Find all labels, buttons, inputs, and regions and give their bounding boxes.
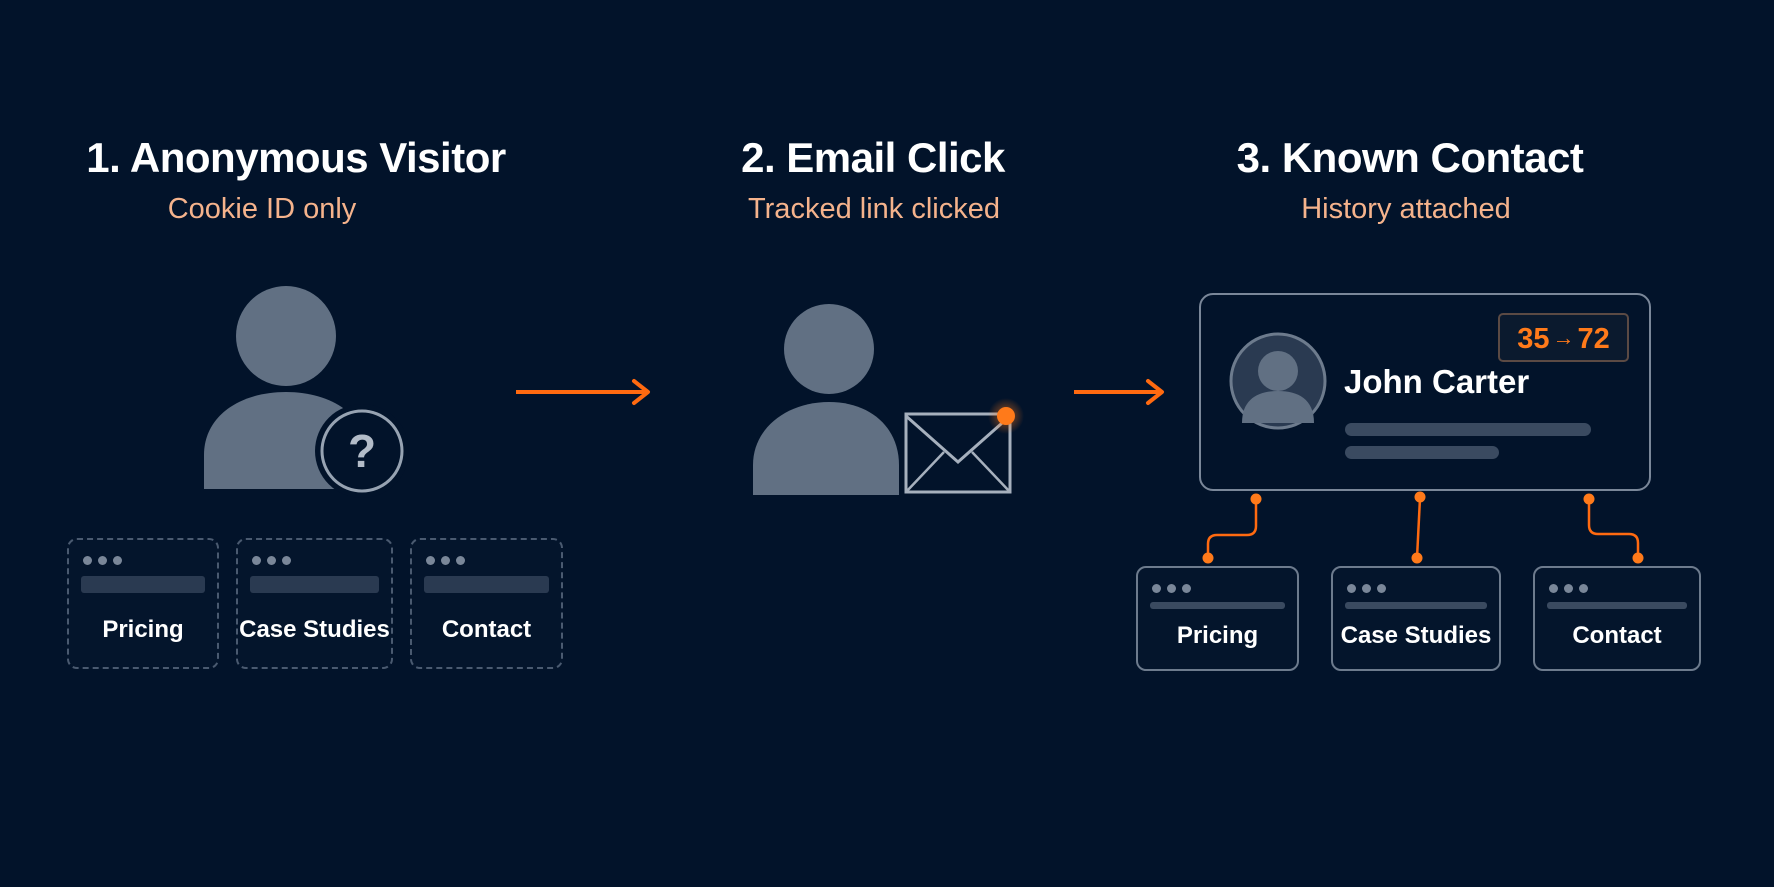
email-click-person-icon (753, 304, 899, 495)
step-3-title: 3. Known Contact (1236, 134, 1584, 181)
page-label: Contact (441, 616, 532, 643)
score-arrow-icon: → (1552, 325, 1575, 350)
flow-arrow-1 (516, 379, 650, 405)
step-3-subtitle: History attached (1301, 193, 1511, 225)
known-page-case-studies: Case Studies (1331, 566, 1501, 671)
page-label: Contact (1572, 622, 1662, 649)
step-2-title: 2. Email Click (741, 134, 1005, 181)
window-dots-icon (1347, 580, 1392, 593)
page-url-bar (81, 576, 205, 593)
detail-line-1 (1345, 423, 1591, 436)
window-dots-icon (1152, 580, 1197, 593)
score-from: 35 (1517, 323, 1550, 355)
avatar (1229, 332, 1327, 430)
window-dots-icon (252, 552, 297, 565)
anonymous-person-icon: ? (204, 286, 409, 498)
page-label: Pricing (1176, 622, 1259, 649)
detail-line-2 (1345, 446, 1499, 459)
known-page-contact: Contact (1533, 566, 1701, 671)
anonymous-page-case-studies: Case Studies (236, 538, 393, 669)
connector-dots (1202, 491, 1644, 564)
page-url-bar (1150, 602, 1285, 609)
page-label: Case Studies (239, 616, 390, 643)
anonymous-page-contact: Contact (410, 538, 563, 669)
contact-card: John Carter 35→72 (1199, 293, 1651, 491)
step-1-title: 1. Anonymous Visitor (86, 134, 506, 181)
window-dots-icon (83, 552, 128, 565)
person-avatar-icon (1242, 351, 1314, 423)
page-url-bar (1547, 602, 1687, 609)
page-url-bar (1345, 602, 1487, 609)
page-url-bar (424, 576, 549, 593)
anonymous-page-pricing: Pricing (67, 538, 219, 669)
contact-name: John Carter (1344, 363, 1530, 400)
page-url-bar (250, 576, 379, 593)
page-label: Pricing (102, 616, 184, 643)
page-label: Case Studies (1340, 622, 1492, 649)
history-connectors (1206, 497, 1640, 559)
step-1-subtitle: Cookie ID only (167, 193, 357, 225)
svg-text:?: ? (348, 425, 376, 477)
step-2-subtitle: Tracked link clicked (748, 193, 1000, 225)
click-indicator-dot (988, 398, 1024, 434)
known-page-pricing: Pricing (1136, 566, 1299, 671)
window-dots-icon (426, 552, 471, 565)
lead-score-badge: 35→72 (1498, 313, 1629, 362)
flow-arrow-2 (1074, 379, 1164, 405)
window-dots-icon (1549, 580, 1594, 593)
score-to: 72 (1577, 323, 1610, 355)
